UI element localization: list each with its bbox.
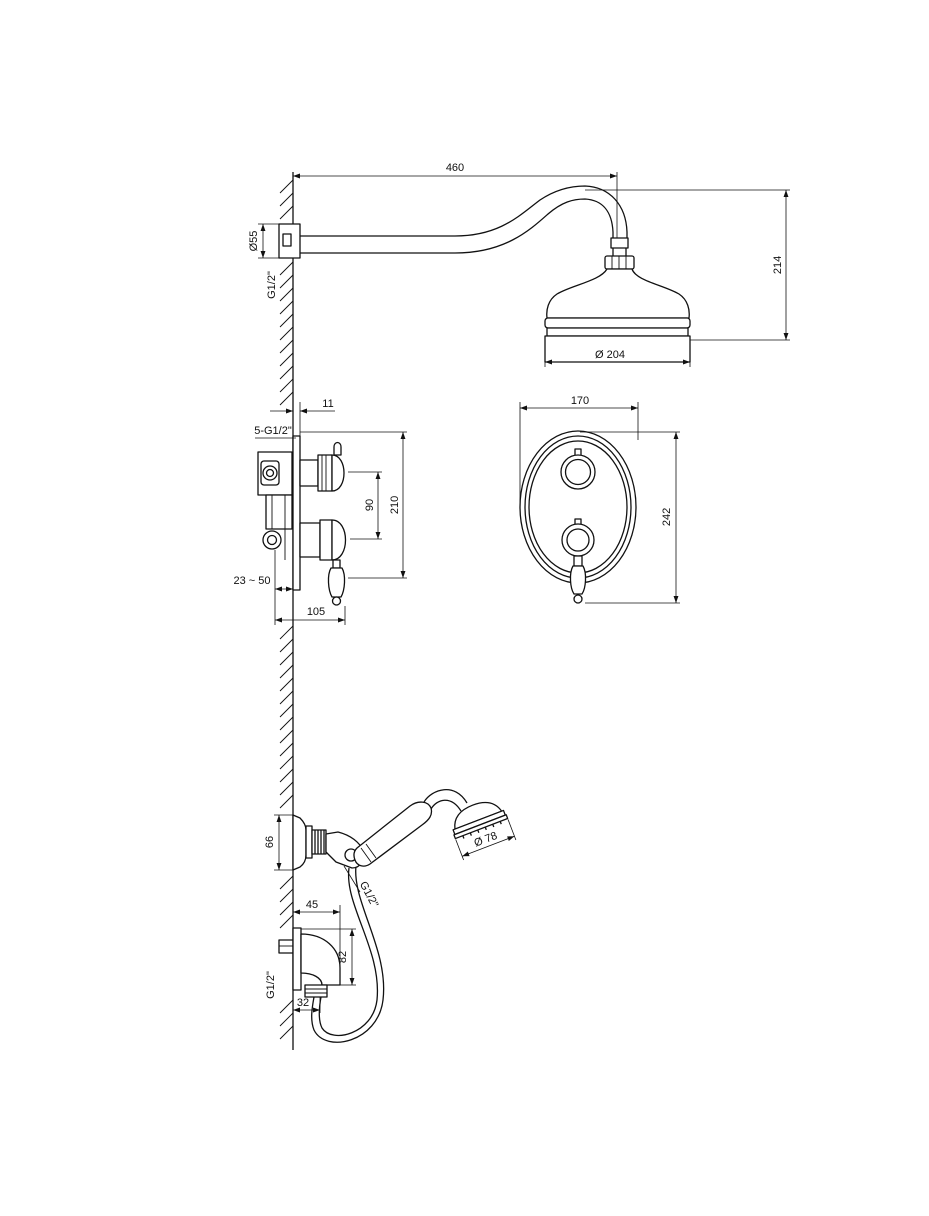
holder-thread-stripes <box>314 830 325 854</box>
valve-upper-port <box>262 465 278 481</box>
lower-handle-cap <box>331 519 346 561</box>
arm-wall-flange <box>278 223 301 259</box>
hand-shower-head: Ø 78 <box>452 801 517 861</box>
upper-handle-tab <box>333 441 342 456</box>
lever-porcelain-grip <box>327 567 346 598</box>
head-dome <box>546 268 690 319</box>
lever-end-knob <box>331 596 342 606</box>
front-upper-knob <box>560 448 596 490</box>
hand-shower-neck-inner <box>430 799 462 812</box>
valve-body-middle <box>265 494 293 530</box>
outlet-projection-label: 45 <box>306 899 318 911</box>
outlet-offset-label: 32 <box>297 997 309 1009</box>
valve-projection-label: 105 <box>307 606 325 618</box>
plate-thickness-label: 11 <box>322 398 333 410</box>
wall <box>279 172 294 1050</box>
wall-hatching <box>279 179 294 1040</box>
arm-pipe-outer-edge <box>300 185 628 240</box>
handle-ribs <box>360 843 377 863</box>
head-nut <box>604 255 635 270</box>
arm-length-label: 460 <box>446 162 464 174</box>
upper-knob-inner <box>564 458 592 486</box>
holder-collar <box>305 825 313 859</box>
head-rim-band <box>546 327 689 337</box>
arm-flange-diameter-label: Ø55 <box>248 231 260 252</box>
valve-lower-handle <box>299 519 346 606</box>
head-diameter-label: Ø 204 <box>595 349 625 361</box>
hose-thread-label: G1/2" <box>357 880 381 910</box>
head-swivel <box>612 248 627 256</box>
outlet-height-label: 82 <box>337 951 349 963</box>
head-rim <box>544 317 691 329</box>
outlet-nozzle-stripes <box>305 988 327 994</box>
hand-shower-neck-outer <box>423 789 468 804</box>
lower-handle-sleeve <box>299 522 321 558</box>
rain-shower-head <box>544 237 691 363</box>
valve-upper-handle <box>299 441 345 492</box>
holder-wall-flange <box>292 814 307 871</box>
upper-handle-grooves <box>321 455 327 491</box>
outlet-flange <box>292 927 302 991</box>
arm-dimensions: 460 214 Ø 204 Ø55 G1/2" <box>248 162 790 367</box>
shower-arm <box>278 185 628 259</box>
hand-head-diameter-label: Ø 78 <box>473 830 500 850</box>
arm-pipe-inner-edge <box>300 198 614 254</box>
outlet-nozzle <box>304 984 328 998</box>
upper-handle-sleeve <box>299 459 319 487</box>
arm-thread-label: G1/2" <box>266 271 278 299</box>
outlets-label: 5-G1/2" <box>254 425 292 437</box>
dim-78-line <box>462 835 515 857</box>
hose-outer-edge <box>311 865 385 1043</box>
valve-front-view: 170 242 <box>519 395 680 604</box>
front-lever-knob <box>573 594 583 604</box>
hand-shower-set: Ø 78 G1/2" 66 <box>264 789 517 1043</box>
front-lever-grip <box>569 565 587 595</box>
head-face-plate <box>544 335 691 363</box>
head-connector <box>610 237 629 249</box>
valve-lower-port-inner <box>266 534 278 546</box>
upper-handle-cap <box>331 454 345 492</box>
valve-height-label: 210 <box>389 496 401 514</box>
valve-side-view: 11 5-G1/2" 210 90 23 ~ 50 105 <box>233 398 407 625</box>
hand-head-dome <box>454 801 503 830</box>
dim-78-ext-left <box>455 839 464 861</box>
arm-flange-inner <box>282 233 292 247</box>
front-lower-knob <box>561 518 595 604</box>
head-height-label: 214 <box>772 256 784 274</box>
valve-upper-port-inner <box>265 468 275 478</box>
bracket-height-label: 66 <box>264 836 276 848</box>
lower-knob-inner <box>566 528 590 552</box>
lower-handle-body <box>319 519 333 561</box>
trim-height-label: 242 <box>661 508 673 526</box>
head-nut-ridges <box>611 256 627 269</box>
hose-inner-edge <box>318 867 379 1037</box>
hose-thread-leader <box>343 865 361 893</box>
lever-stem <box>332 559 341 569</box>
outlet-thread-label: G1/2" <box>265 971 277 999</box>
hand-head-face <box>453 814 509 840</box>
upper-handle-body <box>317 454 333 492</box>
outlet-elbow-body <box>300 933 341 986</box>
embed-depth-label: 23 ~ 50 <box>233 575 270 587</box>
valve-lower-port <box>262 530 282 550</box>
wall-outlet-elbow: 45 82 32 G1/2" <box>265 899 356 1013</box>
trim-width-label: 170 <box>571 395 589 407</box>
hand-shower-handle <box>353 801 433 867</box>
valve-wall-plate <box>292 435 301 591</box>
handle-spacing-label: 90 <box>364 499 376 511</box>
valve-body-detail <box>271 495 286 560</box>
front-lever-stem <box>573 555 583 567</box>
outlet-inlet-stub <box>278 939 294 954</box>
